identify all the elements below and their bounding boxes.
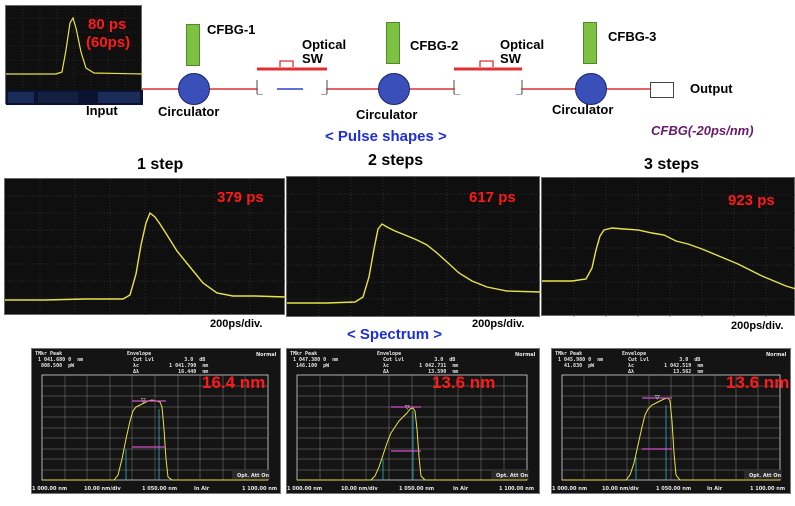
- step-label-3: 3 steps: [644, 156, 700, 173]
- circulator-2-label: Circulator: [356, 107, 418, 122]
- input-pulse-width-alt: (60ps): [86, 34, 131, 51]
- osa-2-x-end: 1 100.00 nm: [499, 486, 535, 492]
- pulse-scope-2: 617 ps: [286, 176, 541, 318]
- cfbg-2-grating: [386, 22, 400, 64]
- osa-1-x-end: 1 100.00 nm: [242, 486, 278, 492]
- pulse-scope-1: 379 ps: [4, 178, 286, 316]
- spectrum-osa-2: TMkr Peak 1 047.380 0 nm 146.100 pW Enve…: [286, 348, 540, 494]
- pulse-scope-3-graticule: [542, 178, 795, 317]
- osa-1-plot: ▽: [41, 374, 270, 481]
- time-scale-3: 200ps/div.: [731, 320, 784, 332]
- osa-3-envelope-readout: Envelope Cut Lvl 3.0 dB λc 1 042.519 nm …: [622, 351, 704, 375]
- step-label-1: 1 step: [137, 156, 184, 173]
- pulse-shapes-title: < Pulse shapes >: [325, 128, 447, 145]
- osa-1-envelope-readout: Envelope Cut Lvl 3.0 dB λc 1 041.790 nm …: [127, 351, 209, 375]
- svg-text:▽: ▽: [405, 404, 410, 411]
- input-label: Input: [86, 103, 118, 118]
- osa-1-mode: Normal: [256, 352, 277, 358]
- pulse-width-1: 379 ps: [217, 189, 264, 206]
- optical-sw-2: [453, 60, 523, 95]
- osa-2-marker-readout: TMkr Peak 1 047.380 0 nm 146.100 pW: [290, 351, 339, 369]
- spectrum-width-1: 16.4 nm: [202, 373, 266, 392]
- time-scale-1: 200ps/div.: [210, 318, 263, 330]
- osa-1-attenuator: Opt. Att On: [237, 473, 270, 479]
- pulse-width-2: 617 ps: [469, 189, 516, 206]
- spectrum-osa-1: TMkr Peak 1 041.680 0 nm 808.500 pW Enve…: [31, 348, 281, 494]
- osa-2-envelope-readout: Envelope Cut Lvl 3.0 dB λc 1 042.731 nm …: [377, 351, 459, 375]
- osa-3-spectrum-trace: [562, 397, 780, 481]
- osa-1-x-div: 10.00 nm/div: [84, 486, 121, 492]
- osa-3-attenuator: Opt. Att On: [749, 473, 782, 479]
- osa-1-x-center: 1 050.00 nm: [142, 486, 178, 492]
- circulator-3: [575, 73, 607, 105]
- spectrum-width-3: 13.6 nm: [726, 373, 790, 392]
- optical-sw-1: [256, 60, 328, 95]
- osa-1-spectrum-trace: [42, 399, 268, 481]
- osa-2-x-air: In Air: [453, 486, 469, 492]
- cfbg-1-label: CFBG-1: [207, 22, 256, 37]
- svg-text:▽: ▽: [655, 394, 660, 401]
- pulse-trace-1: [5, 211, 286, 301]
- cfbg-1-grating: [186, 24, 200, 66]
- osa-2-x-center: 1 050.00 nm: [399, 486, 435, 492]
- spectrum-osa-3: TMkr Peak 1 045.980 0 nm 41.830 pW Envel…: [551, 348, 791, 494]
- pulse-trace-3: [542, 227, 795, 290]
- input-pulse-width: 80 ps: [88, 16, 127, 33]
- circulator-1: [178, 73, 210, 105]
- osa-3-x-air: In Air: [707, 486, 723, 492]
- output-port: [650, 82, 674, 98]
- pulse-scope-2-graticule: [287, 177, 541, 318]
- pulse-width-3: 923 ps: [728, 192, 775, 209]
- optical-sw-1-label-2: SW: [302, 51, 323, 66]
- input-pulse-trace: [6, 16, 143, 75]
- circulator-2: [378, 73, 410, 105]
- osa-3-mode: Normal: [766, 352, 787, 358]
- input-scope-graticule: [6, 6, 143, 105]
- output-label: Output: [690, 81, 733, 96]
- osa-2-attenuator: Opt. Att On: [496, 473, 529, 479]
- circulator-3-label: Circulator: [552, 102, 614, 117]
- circulator-1-label: Circulator: [158, 104, 220, 119]
- cfbg-dispersion-note: CFBG(-20ps/nm): [651, 123, 754, 138]
- osa-2-x-div: 10.00 nm/div: [341, 486, 378, 492]
- osa-1-marker-readout: TMkr Peak 1 041.680 0 nm 808.500 pW: [35, 351, 84, 369]
- osa-3-x-div: 10.00 nm/div: [602, 486, 639, 492]
- osa-2-spectrum-trace: [297, 407, 527, 481]
- pulse-scope-3: 923 ps: [541, 177, 795, 317]
- input-pulse-scope: 80 ps (60ps): [5, 5, 143, 105]
- osa-1-x-start: 1 000.00 nm: [32, 486, 68, 492]
- spectrum-width-2: 13.6 nm: [432, 373, 496, 392]
- pulse-trace-2: [287, 223, 541, 304]
- osa-2-x-start: 1 000.00 nm: [287, 486, 323, 492]
- osa-3-plot: ▽: [561, 374, 782, 481]
- time-scale-2: 200ps/div.: [472, 318, 525, 330]
- optical-sw-1-label-1: Optical: [302, 37, 347, 52]
- cfbg-2-label: CFBG-2: [410, 38, 459, 53]
- osa-3-x-end: 1 100.00 nm: [750, 486, 786, 492]
- osa-3-x-start: 1 000.00 nm: [552, 486, 588, 492]
- osa-1-x-air: In Air: [194, 486, 210, 492]
- cfbg-3-grating: [583, 22, 597, 64]
- step-label-2: 2 steps: [368, 152, 424, 169]
- spectrum-title: < Spectrum >: [347, 326, 443, 343]
- osa-3-marker-readout: TMkr Peak 1 045.980 0 nm 41.830 pW: [555, 351, 604, 369]
- optical-sw-2-label-1: Optical: [500, 37, 545, 52]
- svg-text:▽: ▽: [141, 397, 146, 404]
- osa-3-x-center: 1 050.00 nm: [656, 486, 692, 492]
- osa-2-mode: Normal: [515, 352, 536, 358]
- osa-2-plot: ▽: [296, 374, 529, 481]
- pulse-scope-1-graticule: [5, 179, 286, 316]
- optical-sw-2-label-2: SW: [500, 51, 521, 66]
- cfbg-3-label: CFBG-3: [608, 29, 657, 44]
